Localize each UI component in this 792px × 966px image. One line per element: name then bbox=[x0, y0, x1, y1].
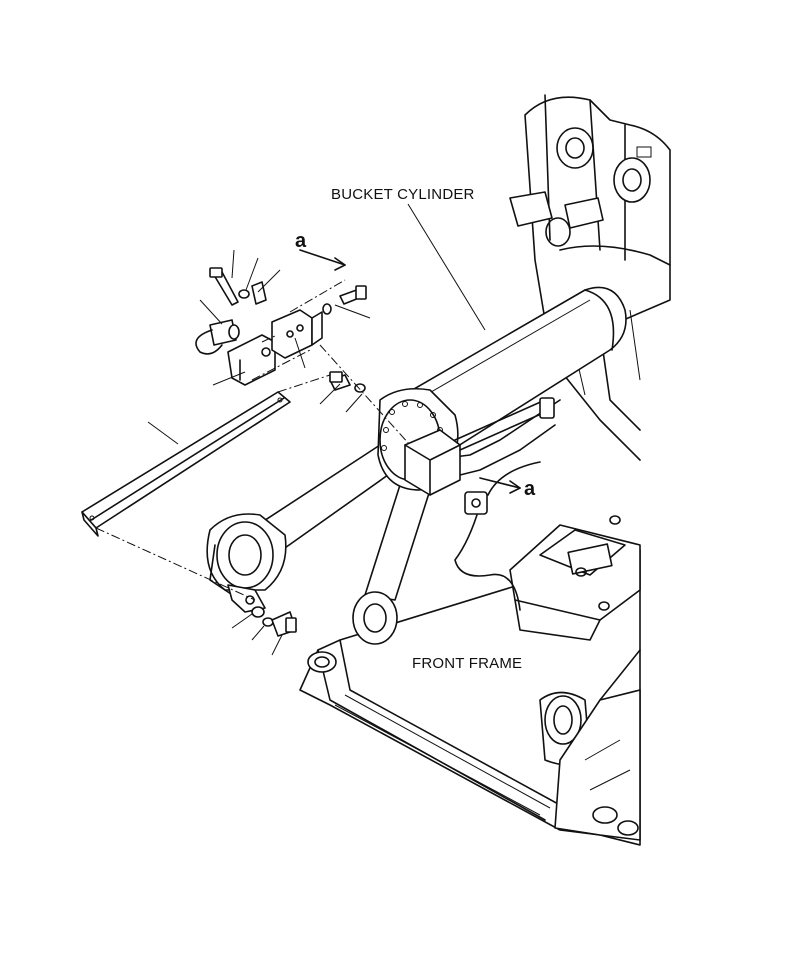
sensor-hose bbox=[454, 461, 541, 611]
reference-arrows bbox=[299, 249, 521, 494]
cover-rail bbox=[81, 391, 291, 537]
ref-a-right-label: a bbox=[524, 478, 536, 500]
bucket-cylinder bbox=[206, 286, 627, 613]
flange-bolts bbox=[381, 401, 443, 451]
support-link bbox=[352, 399, 561, 645]
leader-lines bbox=[147, 203, 486, 656]
assembly-centerlines bbox=[95, 279, 411, 601]
sensor-bracket-housing bbox=[509, 515, 641, 641]
boom-mount-tower bbox=[509, 94, 671, 461]
sensor-assembly bbox=[195, 267, 367, 637]
front-frame-label: FRONT FRAME bbox=[412, 655, 523, 672]
front-frame bbox=[299, 549, 641, 846]
bucket-cylinder-label: BUCKET CYLINDER bbox=[331, 186, 475, 203]
ref-a-top-label: a bbox=[295, 230, 307, 252]
